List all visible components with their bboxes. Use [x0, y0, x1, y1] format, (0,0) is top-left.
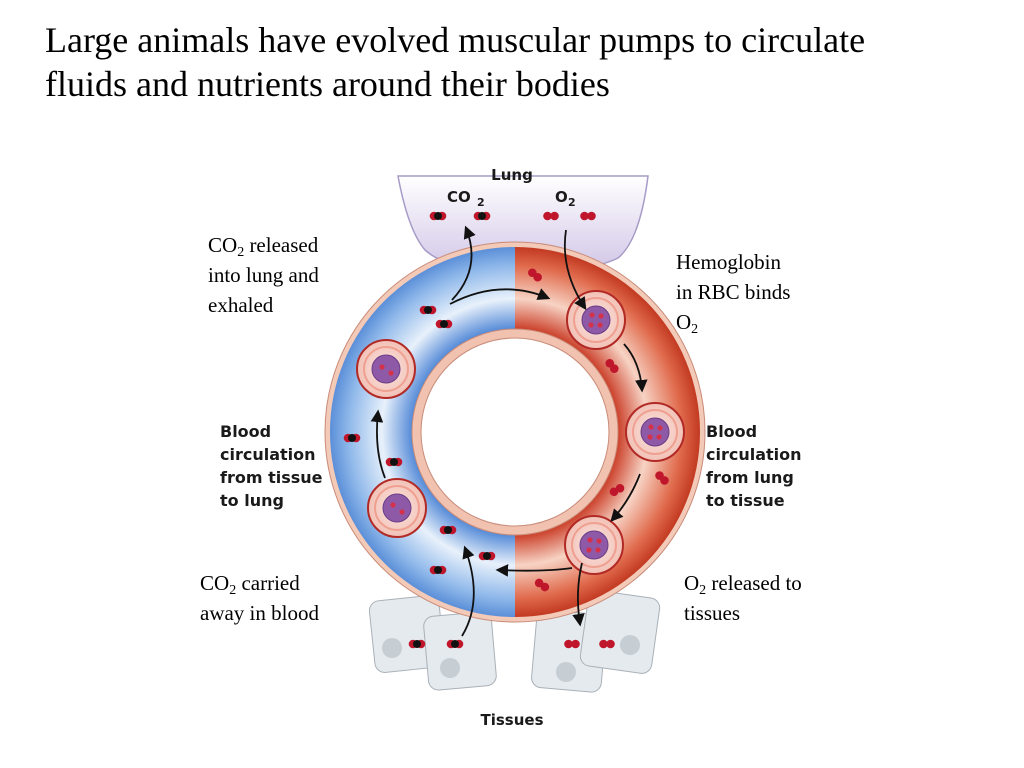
ann-sub: 2 [237, 245, 245, 260]
co2-molecule [385, 457, 403, 467]
arrow-blue-1 [370, 409, 386, 479]
co2-molecule [478, 551, 496, 561]
arrow-co2-picked-up [461, 545, 475, 637]
o2-molecule [543, 211, 559, 221]
left-side-label-line: Blood [220, 422, 272, 441]
left-side-label-line: circulation [220, 445, 316, 464]
lung-co2-sub: 2 [477, 196, 485, 209]
right-side-label-line: from lung [706, 468, 794, 487]
ann-line: exhaled [208, 293, 274, 317]
title-line-2: fluids and nutrients around their bodies [45, 64, 610, 104]
ann-text: carried [236, 571, 300, 595]
arrow-red-2 [610, 473, 641, 522]
o2-molecule [564, 639, 580, 649]
arrow-o2-inhaled [563, 229, 587, 311]
lung-label: Lung [491, 166, 533, 184]
tissue-cell [579, 590, 661, 674]
title-line-1: Large animals have evolved muscular pump… [45, 20, 866, 60]
ann-text: O [676, 310, 692, 334]
right-side-label-line: Blood [706, 422, 758, 441]
co2-molecule [473, 211, 491, 221]
o2-molecule [534, 578, 550, 592]
left-side-label-line: from tissue [220, 468, 323, 487]
tissues: Tissues [368, 590, 661, 729]
rbc [367, 478, 427, 538]
o2-molecule [605, 359, 619, 373]
tissue-cell [423, 611, 497, 691]
arrow-o2-released [572, 562, 585, 627]
co2-molecule [343, 433, 361, 443]
o2-molecule [609, 483, 625, 497]
slide-title: Large animals have evolved muscular pump… [45, 18, 1005, 106]
circulation-ring [324, 241, 706, 623]
annotation-co2-released: CO2 released into lung and exhaled [208, 230, 319, 320]
co2-molecule [408, 639, 426, 649]
lung-o2-sub: 2 [568, 196, 576, 209]
ann-sub: 2 [229, 583, 237, 598]
lung-co2-label: CO [447, 188, 471, 206]
annotation-co2-carried: CO2 carried away in blood [200, 568, 319, 628]
co2-molecule [446, 639, 464, 649]
ann-line: tissues [684, 601, 741, 625]
rbc [356, 339, 416, 399]
ann-text: CO [200, 571, 230, 595]
left-side-label: Blood circulation from tissue to lung [220, 420, 323, 512]
ann-text: released to [706, 571, 802, 595]
ann-text: released [244, 233, 319, 257]
ann-sub: 2 [691, 322, 699, 337]
annotation-o2-released: O2 released to tissues [684, 568, 802, 628]
arrow-co2-exhaled [451, 225, 476, 301]
arrow-to-lung-side [449, 288, 551, 305]
flow-arrows [370, 225, 648, 637]
arrow-bottom [495, 564, 573, 577]
left-side-label-line: to lung [220, 491, 284, 510]
ann-text: O [684, 571, 700, 595]
o2-molecule [599, 639, 615, 649]
right-side-label-line: circulation [706, 445, 802, 464]
ann-sub: 2 [699, 583, 707, 598]
ann-line: Hemoglobin [676, 250, 781, 274]
o2-molecule [655, 471, 669, 485]
co2-molecule [419, 305, 437, 315]
co2-molecule [439, 525, 457, 535]
rbc [566, 290, 626, 350]
lung-o2-label: O [555, 188, 568, 206]
ann-line: in RBC binds [676, 280, 791, 304]
rbc [564, 515, 624, 575]
ann-line: into lung and [208, 263, 319, 287]
molecules [343, 211, 669, 649]
co2-molecule [429, 565, 447, 575]
tissues-label: Tissues [480, 711, 543, 729]
ann-line: away in blood [200, 601, 319, 625]
o2-molecule [528, 268, 542, 282]
co2-molecule [435, 319, 453, 329]
ann-text: CO [208, 233, 238, 257]
arrow-red-1 [623, 343, 648, 393]
right-side-label-line: to tissue [706, 491, 785, 510]
o2-molecule [580, 211, 596, 221]
annotation-hemoglobin: Hemoglobin in RBC binds O2 [676, 247, 790, 337]
rbc [625, 402, 685, 462]
right-side-label: Blood circulation from lung to tissue [706, 420, 802, 512]
co2-molecule [429, 211, 447, 221]
